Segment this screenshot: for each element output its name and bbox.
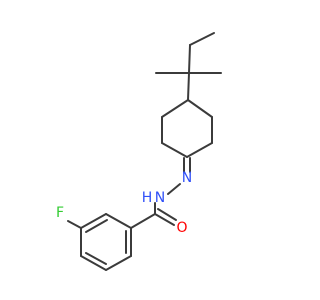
ring-bond-4: [161, 142, 188, 158]
fluoro-bond: [67, 220, 82, 229]
carbonyl-line-1: [154, 213, 175, 226]
carbonyl-aryl-bond: [130, 213, 156, 229]
hydrazone-nn-bond: [167, 183, 181, 195]
fluorine-label: F: [56, 205, 64, 221]
tert-amyl-group: [155, 32, 222, 101]
molecule-structure: N N H O F: [56, 32, 222, 271]
benzene-bond-1: [105, 213, 132, 229]
oxygen-carbonyl-label: O: [176, 220, 187, 236]
ring-bond-3: [186, 142, 213, 158]
benzene-inner-bond-2: [85, 252, 107, 265]
ring-bond-6: [161, 99, 189, 118]
carbonyl-line-2: [157, 208, 177, 221]
ring-bond-1: [187, 99, 213, 118]
hydrogen-amide-label: H: [142, 190, 153, 206]
benzene-inner-bond-1: [85, 219, 108, 233]
benzene-bond-2: [80, 213, 107, 229]
bond-ethyl-ch2: [188, 44, 191, 74]
bond-quat-ring: [187, 72, 190, 101]
benzene-bond-4: [80, 255, 107, 271]
carbonyl-double-bond: [154, 208, 177, 226]
bond-ethyl-ch3: [189, 32, 215, 46]
benzene-bond-5: [105, 255, 132, 271]
imine-double-bond: [183, 157, 191, 173]
nitrogen-amide-label: N: [155, 190, 165, 206]
cyclohexane-ring: [161, 99, 213, 158]
benzene-ring: [80, 213, 132, 271]
structure-canvas: N N H O F: [56, 32, 222, 271]
nitrogen-imine-label: N: [182, 170, 192, 186]
